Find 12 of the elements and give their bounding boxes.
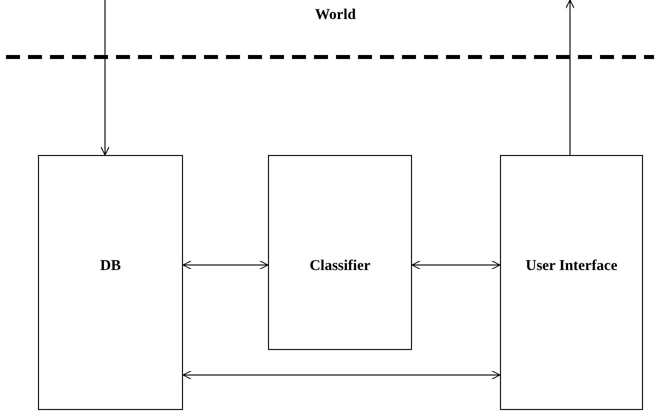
arrow — [182, 260, 268, 270]
arrow — [182, 370, 500, 380]
component-label: Classifier — [310, 257, 370, 276]
arrow — [100, 0, 110, 156]
component-label: DB — [100, 257, 121, 276]
component-box — [268, 155, 412, 350]
component-box — [500, 155, 643, 410]
region-label: World — [315, 8, 356, 23]
component-box — [38, 155, 183, 410]
arrow — [566, 0, 574, 156]
arrow — [412, 260, 500, 270]
component-label: User Interface — [526, 257, 618, 276]
